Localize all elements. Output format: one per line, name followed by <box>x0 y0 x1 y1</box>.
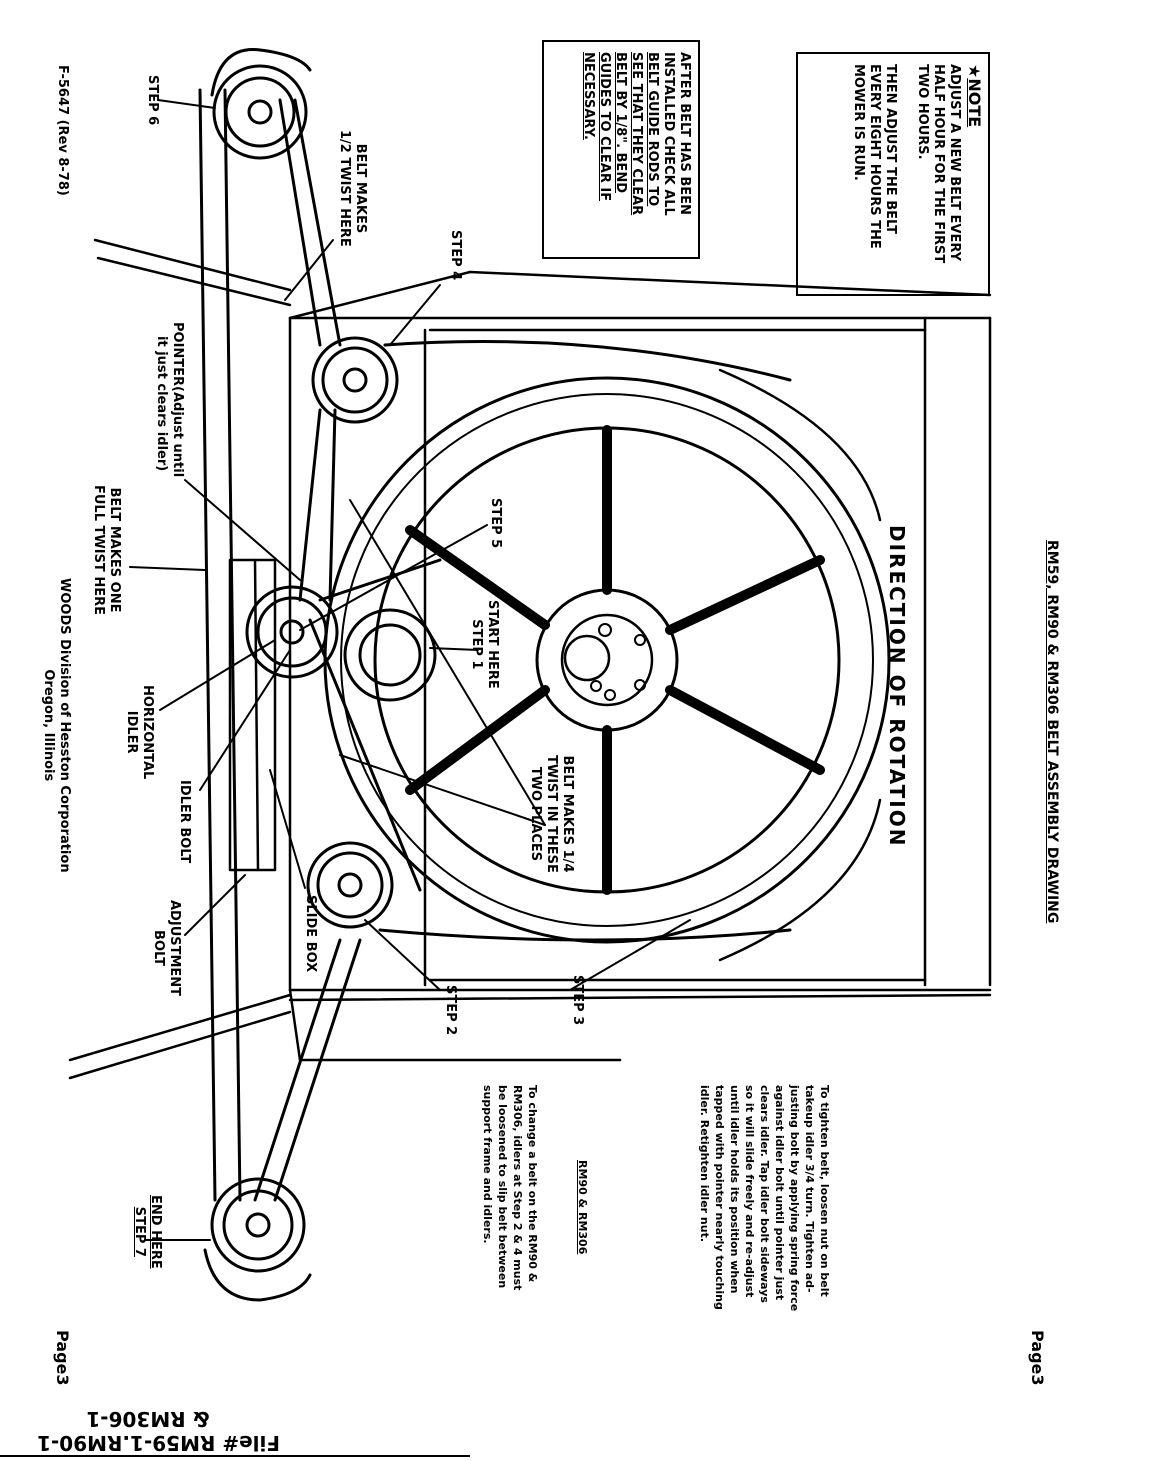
label-start-step1: START HERE STEP 1 <box>469 600 500 689</box>
guide-line: INSTALLED CHECK ALL <box>661 52 676 216</box>
note-line: TWO HOURS. <box>915 64 930 160</box>
company-credit: WOODS Division of Hesston Corporation Or… <box>41 578 72 873</box>
guide-line: GUIDES TO CLEAR IF <box>597 52 612 202</box>
guide-line: SEE THAT THEY CLEAR <box>629 52 644 216</box>
label-half-twist: BELT MAKES 1/2 TWIST HERE <box>337 130 368 247</box>
bottom-rule <box>0 1455 470 1457</box>
label-pointer: POINTER(Adjust until it just clears idle… <box>154 322 185 478</box>
label-step6: STEP 6 <box>145 75 160 126</box>
handle-bars <box>68 238 292 1080</box>
direction-of-rotation-label: DIRECTION OF ROTATION <box>885 525 909 848</box>
label-step4: STEP 4 <box>448 230 463 281</box>
note-line: EVERY EIGHT HOURS THE <box>867 64 882 249</box>
guide-line: AFTER BELT HAS BEEN <box>677 52 692 215</box>
pulley-step1 <box>343 608 437 702</box>
tighten-instructions: To tighten belt, loosen nut on belt take… <box>698 1085 831 1312</box>
slide-box <box>228 558 277 872</box>
note-line: HALF HOUR FOR THE FIRST <box>931 64 946 264</box>
deck-frame <box>288 270 992 1062</box>
drawing-title: RM59, RM90 & RM306 BELT ASSEMBLY DRAWING <box>1044 540 1060 924</box>
star-icon: ★ <box>965 64 984 79</box>
note-heading: ★NOTE <box>965 64 984 128</box>
rm90-heading: RM90 & RM306 <box>576 1160 589 1255</box>
rotation-arcs <box>718 368 882 962</box>
guide-box: AFTER BELT HAS BEEN INSTALLED CHECK ALL … <box>542 40 700 259</box>
pulley-step4 <box>311 336 399 424</box>
page-number-bottom: Page3 <box>53 1330 72 1386</box>
belt-path <box>198 88 792 1202</box>
note-line: MOWER IS RUN. <box>851 64 866 181</box>
guide-line: NECESSARY. <box>581 52 596 140</box>
guide-box-frame: AFTER BELT HAS BEEN INSTALLED CHECK ALL … <box>542 40 700 259</box>
file-number: File# RM59-1.RM90-1 & RM306-1 <box>37 1407 280 1455</box>
note-line: ADJUST A NEW BELT EVERY <box>947 64 962 262</box>
note-box: ★NOTE ADJUST A NEW BELT EVERY HALF HOUR … <box>796 52 990 296</box>
label-end-step7: END HERE STEP 7 <box>132 1195 163 1269</box>
large-sheave <box>323 376 891 944</box>
pulley-step7 <box>203 1177 312 1302</box>
label-step5: STEP 5 <box>488 498 503 549</box>
pulley-horizontal-idler <box>245 585 339 679</box>
label-quarter-twist: BELT MAKES 1/4 TWIST IN THESE TWO PLACES <box>528 755 575 873</box>
guide-line: BELT BY 1/8". BEND <box>613 52 628 193</box>
label-step2: STEP 2 <box>443 985 458 1036</box>
note-box-frame: ★NOTE ADJUST A NEW BELT EVERY HALF HOUR … <box>796 52 990 296</box>
label-slide-box: SLIDE BOX <box>303 895 318 973</box>
leader-lines <box>129 99 691 1241</box>
guide-line: BELT GUIDE RODS TO <box>645 52 660 207</box>
pulley-step2 <box>306 841 394 929</box>
pulley-step6 <box>210 48 312 160</box>
label-step3: STEP 3 <box>570 975 585 1026</box>
note-line: THEN ADJUST THE BELT <box>883 64 898 234</box>
rm90-instructions: To change a belt on the RM90 & RM306, id… <box>481 1085 539 1291</box>
page-number-top: Page3 <box>1028 1330 1047 1386</box>
label-horizontal-idler: HORIZONTAL IDLER <box>124 685 155 780</box>
form-number: F-5647 (Rev 8-78) <box>55 65 70 196</box>
label-full-twist: BELT MAKES ONE FULL TWIST HERE <box>91 485 122 615</box>
label-idler-bolt: IDLER BOLT <box>177 780 192 864</box>
label-adjustment-bolt: ADJUSTMENT BOLT <box>151 900 182 997</box>
